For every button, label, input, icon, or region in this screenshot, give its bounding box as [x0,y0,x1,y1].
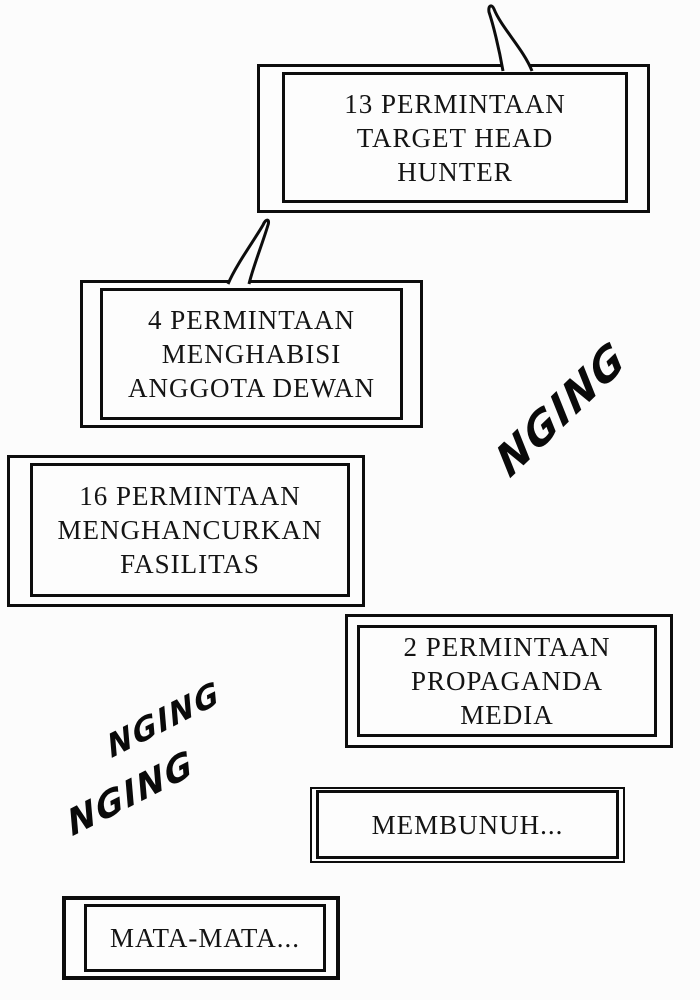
sfx-nging-right: NGING [488,330,634,488]
bubble-text-line: MATA-MATA... [110,923,300,953]
caption-box-mata-mata: MATA-MATA... [62,896,340,980]
bubble-text-line: FASILITAS [120,549,260,579]
caption-box-inner-frame: 2 PERMINTAAN PROPAGANDA MEDIA [357,625,657,737]
bubble-text-line: MEMBUNUH... [371,809,564,840]
bubble-text-line: MENGHABISI [161,339,342,369]
bubble-text-line: TARGET HEAD [356,122,554,153]
speech-bubble-inner-frame: 13 PERMINTAAN TARGET HEAD HUNTER [282,72,628,203]
caption-box-inner-frame: MATA-MATA... [84,904,326,972]
speech-bubble-inner-frame: 4 PERMINTAAN MENGHABISI ANGGOTA DEWAN [100,288,403,420]
caption-box-membunuh: MEMBUNUH... [310,787,625,863]
bubble-text-line: ANGGOTA DEWAN [127,373,376,403]
caption-box-propaganda: 2 PERMINTAAN PROPAGANDA MEDIA [345,614,673,748]
speech-bubble-anggota-dewan: 4 PERMINTAAN MENGHABISI ANGGOTA DEWAN [80,280,423,428]
bubble-text-line: HUNTER [397,156,513,187]
sfx-nging-left-lower: NGING [63,742,199,846]
caption-box-inner-frame: MEMBUNUH... [316,790,619,859]
bubble-text-line: PROPAGANDA [410,666,604,696]
sfx-nging-left-upper: NGING [103,674,225,766]
bubble-text-line: 13 PERMINTAAN [344,88,566,119]
speech-bubble-tail-icon [487,4,534,72]
bubble-text-line: 4 PERMINTAAN [147,305,356,335]
caption-box-inner-frame: 16 PERMINTAAN MENGHANCURKAN FASILITAS [30,463,350,597]
bubble-text-line: 2 PERMINTAAN [403,632,611,662]
bubble-text-line: 16 PERMINTAAN [79,481,301,511]
caption-box-fasilitas: 16 PERMINTAAN MENGHANCURKAN FASILITAS [7,455,365,607]
bubble-text-line: MEDIA [460,700,554,730]
speech-bubble-head-hunter: 13 PERMINTAAN TARGET HEAD HUNTER [257,64,650,213]
speech-bubble-tail-icon [226,218,270,285]
bubble-text-line: MENGHANCURKAN [57,515,323,545]
